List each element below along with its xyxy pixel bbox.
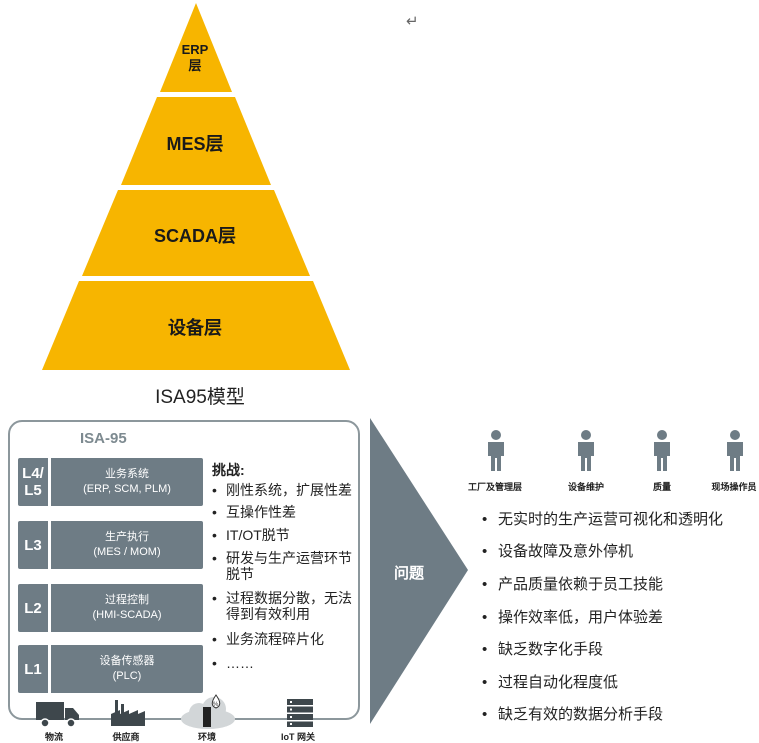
level-tag: L3 bbox=[18, 521, 48, 569]
issue-item: •操作效率低，用户体验差 bbox=[482, 609, 664, 626]
logistics-label: 物流 bbox=[44, 732, 63, 742]
person-icon bbox=[578, 430, 594, 471]
level-systems: (ERP, SCM, PLM) bbox=[83, 483, 171, 495]
isa95-pyramid bbox=[42, 3, 350, 370]
level-l1: L1 设备传感器 (PLC) bbox=[18, 645, 203, 693]
issue-item: •设备故障及意外停机 bbox=[482, 543, 634, 560]
supplier-label: 供应商 bbox=[112, 732, 140, 742]
level-systems: (MES / MOM) bbox=[93, 546, 161, 558]
pyramid-layer-mes bbox=[121, 97, 271, 185]
issue-item: •缺乏数字化手段 bbox=[482, 641, 604, 658]
level-tag: L1 bbox=[18, 645, 48, 693]
svg-text:%: % bbox=[213, 702, 219, 708]
pyramid-label-mes: MES层 bbox=[166, 134, 224, 154]
pyramid-layer-device bbox=[42, 281, 350, 370]
environment-icon: % bbox=[181, 694, 235, 729]
pyramid-label-scada: SCADA层 bbox=[153, 226, 236, 246]
level-systems: (PLC) bbox=[112, 670, 142, 682]
challenge-item: •…… bbox=[212, 655, 254, 671]
issue-item: •产品质量依赖于员工技能 bbox=[482, 576, 664, 593]
level-l3: L3 生产执行 (MES / MOM) bbox=[18, 521, 203, 569]
level-body: 业务系统 (ERP, SCM, PLM) bbox=[51, 458, 203, 506]
level-l2: L2 过程控制 (HMI-SCADA) bbox=[18, 584, 203, 632]
truck-icon bbox=[36, 702, 79, 728]
pyramid-layer-scada bbox=[82, 190, 310, 276]
person-icon bbox=[488, 430, 504, 471]
server-icon bbox=[287, 699, 313, 727]
level-name: 生产执行 bbox=[105, 531, 149, 543]
challenge-item: •过程数据分散，无法 得到有效利用 bbox=[212, 590, 352, 622]
pyramid-label-erp: ERP 层 bbox=[181, 42, 209, 73]
level-name: 设备传感器 bbox=[99, 655, 155, 667]
level-tag: L2 bbox=[18, 584, 48, 632]
return-icon: ↵ bbox=[406, 13, 419, 30]
role-operator: 现场操作员 bbox=[711, 482, 757, 492]
level-l4-l5: L4/ L5 业务系统 (ERP, SCM, PLM) bbox=[18, 458, 203, 506]
level-tag: L4/ L5 bbox=[18, 458, 48, 506]
factory-icon bbox=[111, 700, 145, 726]
level-body: 生产执行 (MES / MOM) bbox=[51, 521, 203, 569]
pyramid-layer-erp bbox=[160, 3, 232, 92]
level-body: 过程控制 (HMI-SCADA) bbox=[51, 584, 203, 632]
pyramid-caption: ISA95模型 bbox=[155, 387, 245, 408]
level-systems: (HMI-SCADA) bbox=[92, 609, 162, 621]
challenges-title: 挑战: bbox=[212, 462, 245, 478]
iot-gateway-label: IoT 网关 bbox=[281, 732, 315, 742]
challenge-item: •刚性系统，扩展性差 bbox=[212, 482, 352, 498]
environment-label: 环境 bbox=[197, 732, 216, 742]
issue-item: •过程自动化程度低 bbox=[482, 674, 619, 691]
level-name: 业务系统 bbox=[105, 468, 149, 480]
role-quality: 质量 bbox=[652, 482, 671, 492]
challenge-item: •研发与生产运营环节 脱节 bbox=[212, 550, 352, 582]
challenge-item: •业务流程碎片化 bbox=[212, 631, 324, 647]
level-body: 设备传感器 (PLC) bbox=[51, 645, 203, 693]
challenge-item: •IT/OT脱节 bbox=[212, 527, 290, 543]
issue-item: •缺乏有效的数据分析手段 bbox=[482, 706, 664, 723]
pyramid-label-device: 设备层 bbox=[168, 318, 222, 338]
issue-item: •无实时的生产运营可视化和透明化 bbox=[482, 511, 724, 528]
isa95-title: ISA-95 bbox=[80, 430, 127, 447]
problem-arrow bbox=[370, 418, 468, 724]
challenge-item: •互操作性差 bbox=[212, 504, 296, 520]
person-icon bbox=[654, 430, 670, 471]
person-icon bbox=[727, 430, 743, 471]
role-maintenance: 设备维护 bbox=[567, 482, 604, 492]
problem-arrow-label: 问题 bbox=[394, 565, 425, 582]
level-name: 过程控制 bbox=[105, 594, 149, 606]
role-management: 工厂及管理层 bbox=[467, 482, 522, 492]
